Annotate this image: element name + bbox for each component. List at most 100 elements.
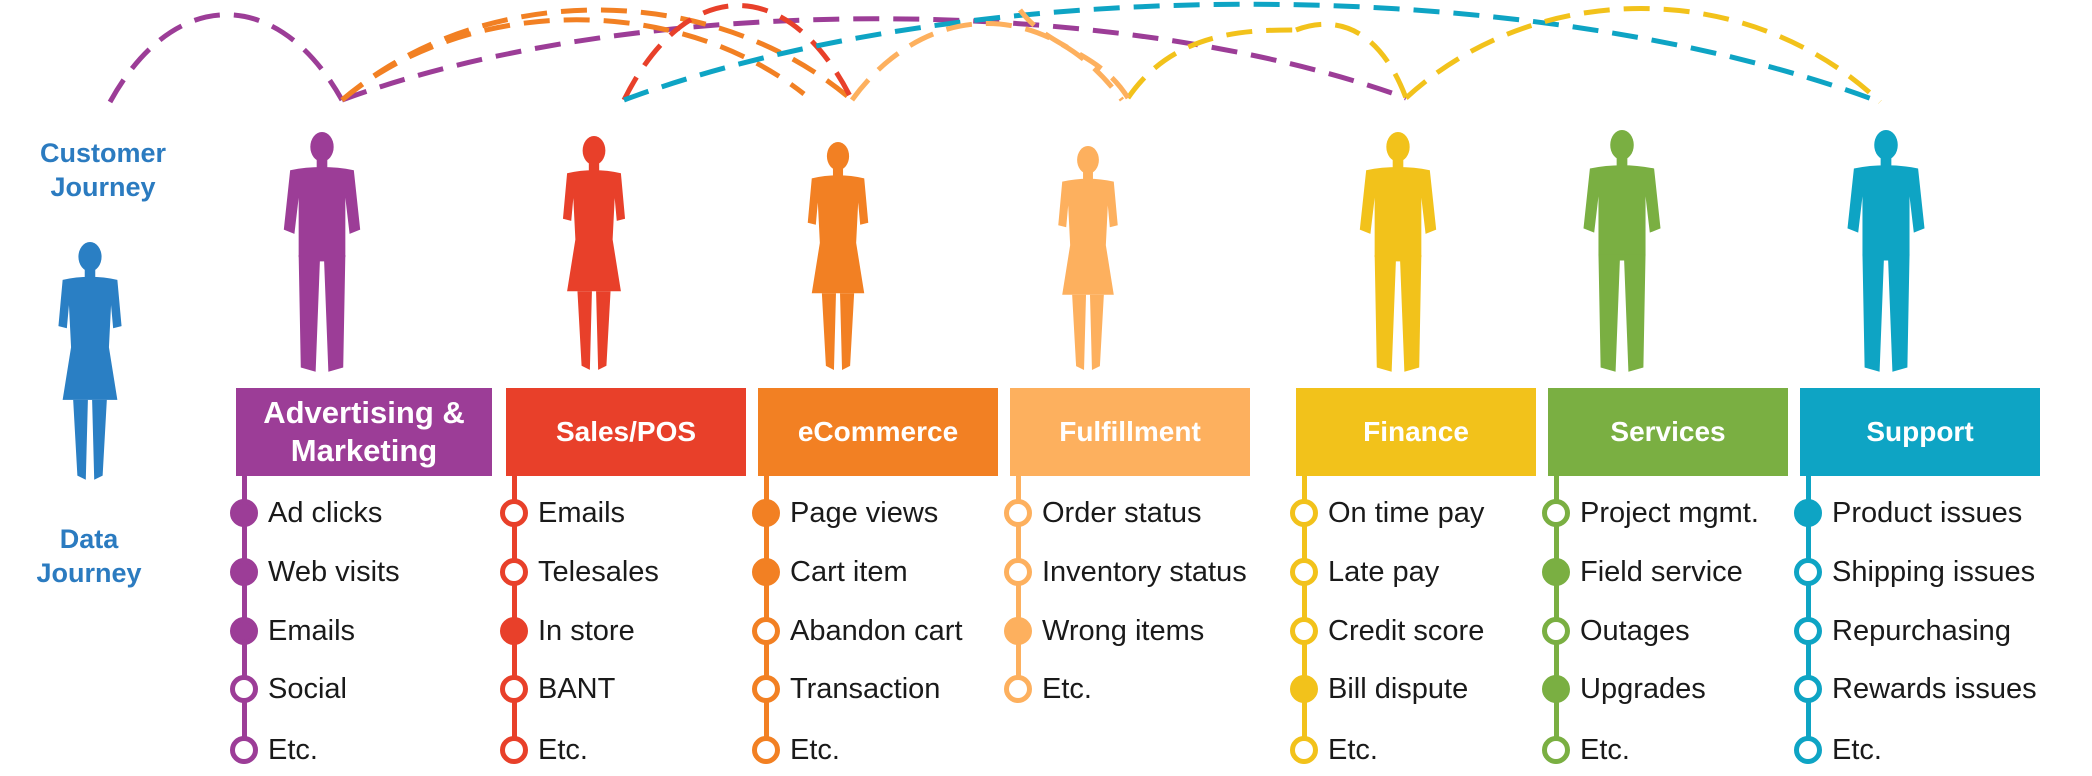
person-silhouette-icon-advertising	[283, 132, 361, 372]
data-point-label: Outages	[1580, 615, 1690, 647]
hollow-node-icon	[1794, 736, 1822, 764]
hollow-node-icon	[1542, 499, 1570, 527]
data-point-label: Etc.	[1580, 734, 1630, 766]
data-point-label: On time pay	[1328, 497, 1485, 529]
person-silhouette-icon-ecommerce	[807, 142, 869, 370]
filled-node-icon	[230, 558, 258, 586]
data-point-label: Emails	[268, 615, 356, 647]
data-point-label: Etc.	[1328, 734, 1378, 766]
filled-node-icon	[1290, 675, 1318, 703]
data-point-label: Cart item	[790, 556, 908, 588]
hollow-node-icon	[1794, 617, 1822, 645]
data-journey-label: Data Journey	[14, 522, 164, 590]
data-point-label: Upgrades	[1580, 673, 1706, 705]
hollow-node-icon	[1542, 736, 1570, 764]
data-point-label: Project mgmt.	[1580, 497, 1759, 529]
person-silhouette-icon-support	[1847, 130, 1925, 372]
data-point-label: Ad clicks	[268, 497, 383, 529]
hollow-node-icon	[1290, 617, 1318, 645]
hollow-node-icon	[752, 675, 780, 703]
header-services: Services	[1548, 388, 1788, 476]
header-sales: Sales/POS	[506, 388, 746, 476]
data-point-label: Wrong items	[1042, 615, 1205, 647]
data-point-label: Emails	[538, 497, 626, 529]
data-point-label: Bill dispute	[1328, 673, 1469, 705]
header-support: Support	[1800, 388, 2040, 476]
data-journey-line-sales	[512, 476, 517, 750]
data-journey-line-advertising	[242, 476, 247, 750]
filled-node-icon	[752, 558, 780, 586]
data-point-label: BANT	[538, 673, 616, 705]
arc-ecommerce-fulfillment	[849, 21, 1125, 102]
data-journey-line-finance	[1302, 476, 1307, 750]
arc-advertising-ecommerce-2	[340, 17, 806, 102]
data-point-label: Telesales	[538, 556, 659, 588]
data-point-label: Rewards issues	[1832, 673, 2037, 705]
header-finance: Finance	[1296, 388, 1536, 476]
arc-customer-advertising	[107, 12, 345, 104]
hollow-node-icon	[1004, 499, 1032, 527]
data-point-label: Etc.	[1042, 673, 1092, 705]
hollow-node-icon	[1794, 675, 1822, 703]
person-silhouette-icon-fulfillment	[1058, 146, 1118, 371]
hollow-node-icon	[1290, 558, 1318, 586]
arc-sales-support	[623, 1, 1881, 105]
data-point-label: Social	[268, 673, 347, 705]
filled-node-icon	[230, 499, 258, 527]
header-advertising-line: Marketing	[290, 433, 438, 468]
arc-fulfillment-back	[1017, 8, 1131, 100]
hollow-node-icon	[500, 736, 528, 764]
data-point-label: Page views	[790, 497, 939, 529]
hollow-node-icon	[230, 736, 258, 764]
data-point-label: Etc.	[268, 734, 318, 766]
data-point-label: Etc.	[538, 734, 588, 766]
hollow-node-icon	[1290, 499, 1318, 527]
person-silhouette-icon-sales	[562, 136, 626, 370]
data-point-label: Repurchasing	[1832, 615, 2011, 647]
hollow-node-icon	[1004, 558, 1032, 586]
hollow-node-icon	[500, 499, 528, 527]
filled-node-icon	[1004, 617, 1032, 645]
header-advertising: Advertising &Marketing	[236, 388, 492, 476]
arc-sales-ecommerce	[621, 3, 855, 102]
arc-finance-support	[1404, 6, 1882, 104]
arc-fulfillment-finance	[1125, 27, 1297, 100]
filled-node-icon	[1542, 675, 1570, 703]
filled-node-icon	[230, 617, 258, 645]
customer-journey-label-line2: Journey	[50, 172, 156, 202]
data-point-label: Etc.	[1832, 734, 1882, 766]
arc-advertising-finance	[341, 16, 1407, 103]
data-point-label: Transaction	[790, 673, 941, 705]
person-silhouette-icon-services	[1583, 130, 1661, 372]
data-point-label: Web visits	[268, 556, 400, 588]
header-advertising-line: Advertising &	[263, 395, 465, 430]
customer-silhouette-icon	[58, 242, 122, 480]
data-journey-label-line1: Data	[59, 524, 119, 554]
header-finance-line: Finance	[1363, 416, 1469, 447]
hollow-node-icon	[500, 558, 528, 586]
data-point-label: Credit score	[1328, 615, 1485, 647]
customer-journey-label: Customer Journey	[28, 136, 178, 204]
data-journey-line-ecommerce	[764, 476, 769, 750]
header-fulfillment: Fulfillment	[1010, 388, 1250, 476]
hollow-node-icon	[1794, 558, 1822, 586]
filled-node-icon	[500, 617, 528, 645]
data-point-label: Etc.	[790, 734, 840, 766]
filled-node-icon	[1542, 558, 1570, 586]
data-journey-line-services	[1554, 476, 1559, 750]
data-point-label: In store	[538, 615, 635, 647]
hollow-node-icon	[1290, 736, 1318, 764]
hollow-node-icon	[752, 617, 780, 645]
data-journey-label-line2: Journey	[36, 558, 142, 588]
hollow-node-icon	[1004, 675, 1032, 703]
person-silhouette-icon-finance	[1359, 132, 1437, 372]
data-point-label: Abandon cart	[790, 615, 963, 647]
hollow-node-icon	[752, 736, 780, 764]
data-point-label: Product issues	[1832, 497, 2023, 529]
customer-journey-label-line1: Customer	[39, 138, 167, 168]
data-point-label: Inventory status	[1042, 556, 1247, 588]
header-support-line: Support	[1866, 416, 1974, 447]
